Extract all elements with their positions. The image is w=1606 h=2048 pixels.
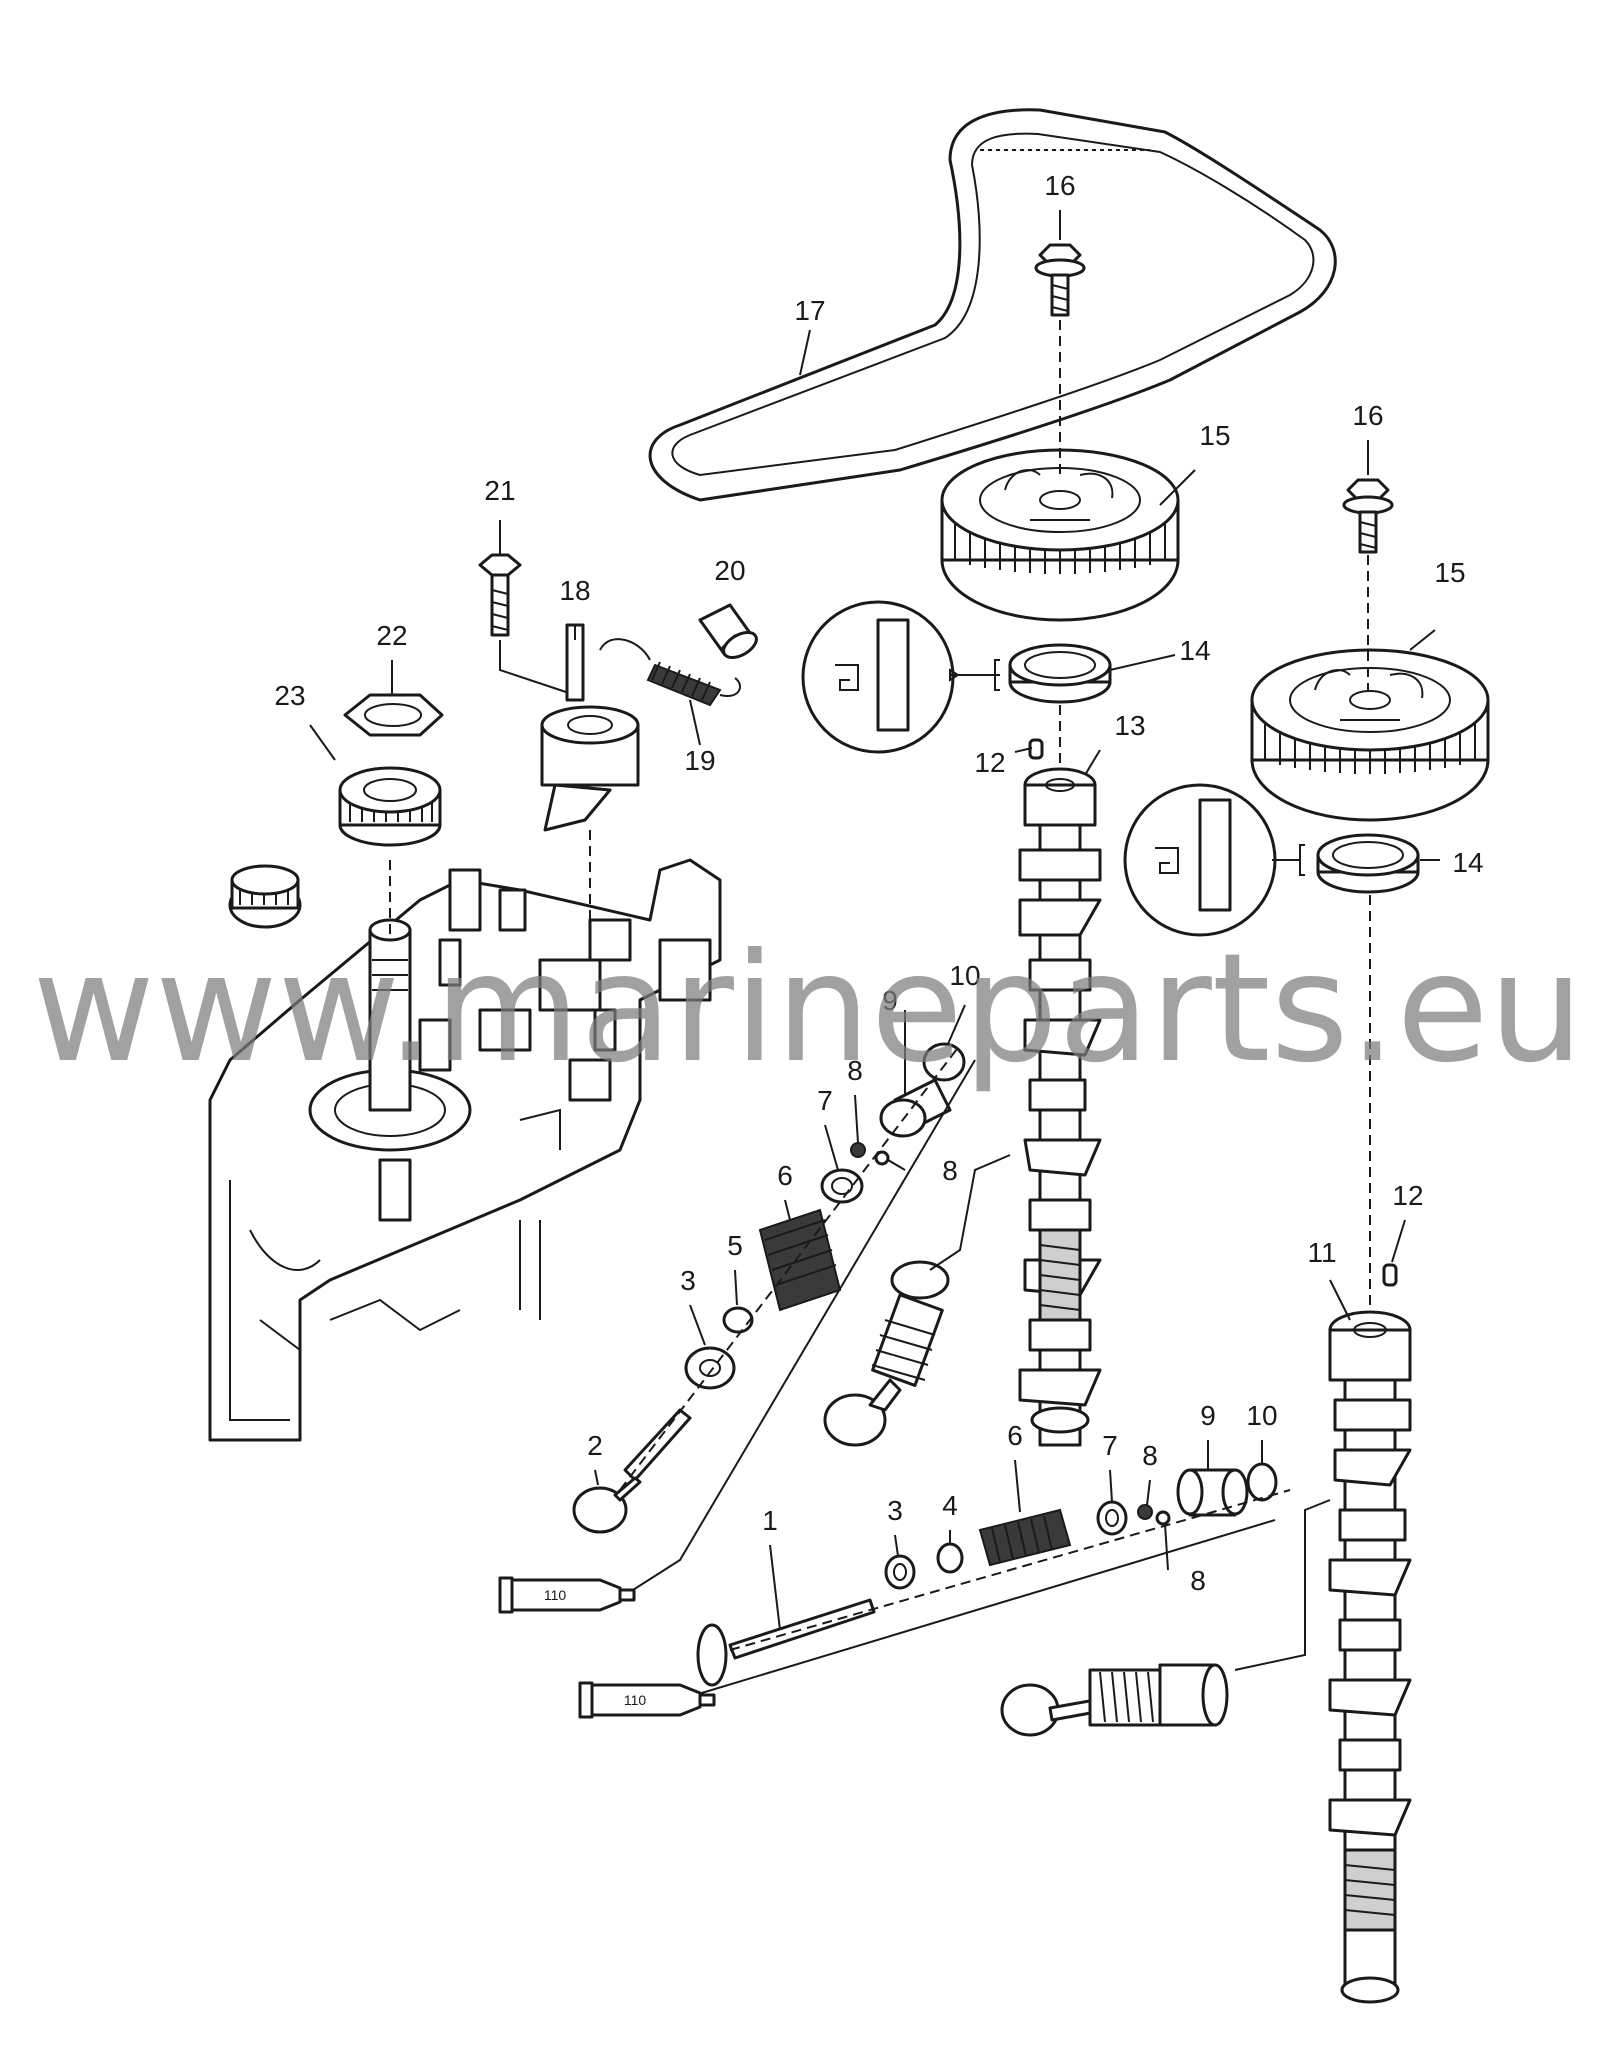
valve-assembly-upper-installed xyxy=(823,1260,950,1447)
callout-14-upper: 14 xyxy=(1179,635,1210,666)
callout-9-lower: 9 xyxy=(1200,1400,1216,1431)
cam-pulley-lower xyxy=(1250,648,1490,822)
callout-6-lower: 6 xyxy=(1007,1420,1023,1451)
callout-16-lower: 16 xyxy=(1352,400,1383,431)
seal-orientation-detail-lower xyxy=(1123,783,1305,937)
callout-10-lower: 10 xyxy=(1246,1400,1277,1431)
callout-12-lower: 12 xyxy=(1392,1180,1423,1211)
intake-valve-upper xyxy=(572,1408,692,1534)
callout-5: 5 xyxy=(727,1230,743,1261)
valve-assembly-lower-installed xyxy=(1000,1663,1229,1737)
sealant-tube-lower-label: 110 xyxy=(624,1692,647,1708)
tensioner-spring xyxy=(599,638,741,707)
spring-seat-upper xyxy=(684,1346,736,1390)
callout-1: 1 xyxy=(762,1505,778,1536)
sealant-tube-upper: 110 xyxy=(498,1576,636,1614)
belt-tensioner xyxy=(540,623,640,832)
seal-orientation-detail-upper xyxy=(801,600,1000,754)
callout-8-lower-a: 8 xyxy=(1142,1440,1158,1471)
callout-20: 20 xyxy=(714,555,745,586)
valve-spring-lower xyxy=(978,1508,1072,1567)
exhaust-valve-lower xyxy=(696,1598,876,1687)
callout-12-upper: 12 xyxy=(974,747,1005,778)
callout-3-lower: 3 xyxy=(887,1495,903,1526)
callout-18: 18 xyxy=(559,575,590,606)
callout-9-upper: 9 xyxy=(882,985,898,1016)
dowel-pin-lower xyxy=(1382,1263,1398,1287)
hex-nut-seal xyxy=(343,693,444,737)
callout-15-upper: 15 xyxy=(1199,420,1230,451)
callout-7-upper: 7 xyxy=(817,1085,833,1116)
callout-19: 19 xyxy=(684,745,715,776)
callout-22: 22 xyxy=(376,620,407,651)
callout-16-upper: 16 xyxy=(1044,170,1075,201)
callout-8-upper-a: 8 xyxy=(847,1055,863,1086)
cam-seal-lower xyxy=(1316,833,1420,894)
callout-8-lower-b: 8 xyxy=(1190,1565,1206,1596)
valve-stem-seal-upper xyxy=(722,1306,754,1334)
valve-lifter-lower xyxy=(1176,1468,1249,1517)
callout-2: 2 xyxy=(587,1430,603,1461)
camshaft-upper xyxy=(1018,767,1102,1447)
callout-10-upper: 10 xyxy=(949,960,980,991)
valve-keeper-upper xyxy=(850,1142,890,1166)
tensioner-sleeve xyxy=(698,603,758,659)
spring-retainer-lower xyxy=(1096,1500,1128,1536)
callout-23: 23 xyxy=(274,680,305,711)
callout-8-upper-b: 8 xyxy=(942,1155,958,1186)
callout-17: 17 xyxy=(794,295,825,326)
callout-13: 13 xyxy=(1114,710,1145,741)
cylinder-head-block xyxy=(208,858,722,1442)
valve-spring-upper xyxy=(758,1208,842,1312)
pulley-bolt-upper xyxy=(1034,243,1086,317)
cam-seal-upper xyxy=(1008,643,1112,704)
timing-belt xyxy=(648,108,1337,502)
callout-14-lower: 14 xyxy=(1452,847,1483,878)
pulley-bolt-lower xyxy=(1342,478,1394,554)
callout-6-upper: 6 xyxy=(777,1160,793,1191)
callout-15-lower: 15 xyxy=(1434,557,1465,588)
callout-3-upper: 3 xyxy=(680,1265,696,1296)
callout-4: 4 xyxy=(942,1490,958,1521)
tensioner-bolt xyxy=(478,553,522,637)
valve-keeper-lower xyxy=(1137,1504,1171,1526)
camshaft-lower xyxy=(1328,1310,1412,2004)
sealant-tube-upper-label: 110 xyxy=(544,1587,567,1603)
callout-numbers: 17 16 15 16 15 14 13 12 14 12 11 20 18 1… xyxy=(274,170,1483,1596)
callout-7-lower: 7 xyxy=(1102,1430,1118,1461)
valve-stem-seal-lower xyxy=(936,1542,964,1574)
sealant-tube-lower: 110 xyxy=(578,1681,716,1719)
spring-seat-lower xyxy=(884,1554,916,1590)
callout-leaders xyxy=(309,210,1440,1631)
cam-pulley-upper xyxy=(940,448,1180,622)
spring-retainer-upper xyxy=(820,1168,864,1204)
callout-11: 11 xyxy=(1307,1237,1336,1268)
callout-21: 21 xyxy=(484,475,515,506)
watermark-text: www.marineparts.eu xyxy=(32,922,1584,1096)
crank-gear xyxy=(338,766,442,847)
